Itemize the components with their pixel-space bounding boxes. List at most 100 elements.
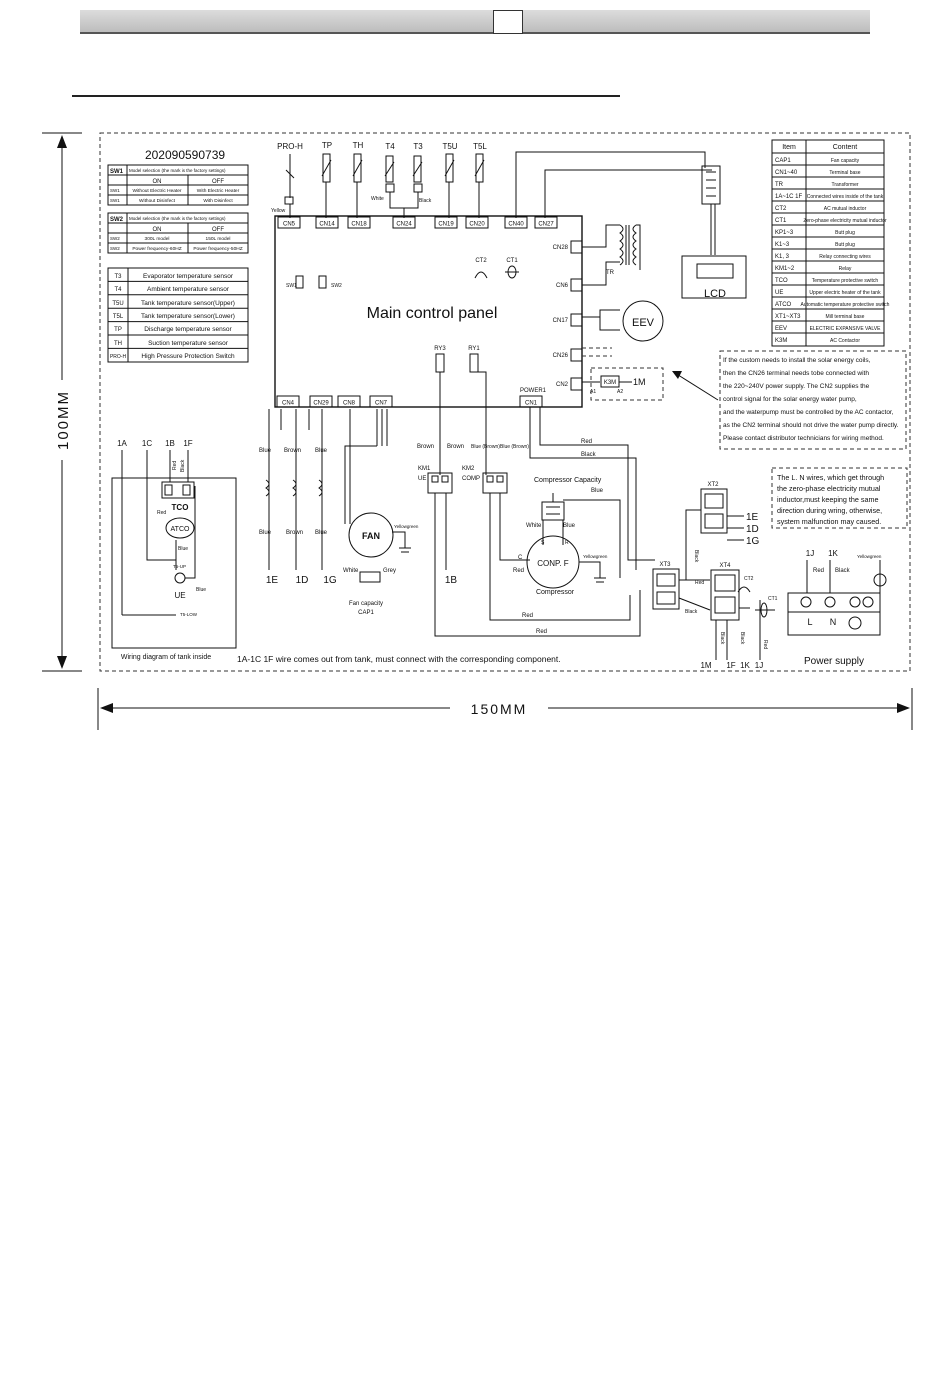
eev-label: EEV <box>632 317 655 329</box>
connector-box <box>315 216 339 229</box>
height-dimension: 100MM <box>42 132 82 672</box>
tank-ts-low: T5-LOW <box>180 612 198 617</box>
sw1-header-off: OFF <box>212 179 224 185</box>
sw1-header-on: ON <box>153 179 162 185</box>
connector-box <box>534 216 558 229</box>
fan-yellowgreen: Yellowgreen <box>394 524 419 529</box>
legend-content: Butt plug <box>835 242 855 248</box>
xt4-terminal: XT4 CT2 CT1 Black Black Red 1M 1F 1K 1J <box>700 563 777 670</box>
tank-1c: 1C <box>142 439 152 448</box>
connector-label: CN8 <box>343 401 356 407</box>
sensor-desc-t5u: Tank temperature sensor(Upper) <box>141 300 235 307</box>
a1-label: A1 <box>590 389 596 395</box>
sensor-code-th: TH <box>114 341 122 347</box>
connector-label: CN20 <box>469 222 485 228</box>
wire-end-1b: 1B <box>445 575 458 586</box>
legend-content: AC mutual inductor <box>824 206 867 212</box>
legend-item: KP1~3 <box>775 230 794 236</box>
power-supply-title: Power supply <box>804 656 864 667</box>
t4-probe <box>385 155 394 183</box>
sw2-title: Model selection (the mark is the factory… <box>129 216 226 221</box>
sensor-table: T3 Evaporator temperature sensor T4 Ambi… <box>107 267 249 363</box>
sw2-row1-off: 150L model <box>206 236 231 242</box>
xt3-black: Black <box>685 609 698 615</box>
legend-item: 1A~1C 1F <box>775 194 803 200</box>
tank-1f: 1F <box>183 439 192 448</box>
solar-note-line2: then the CN26 terminal needs tobe connec… <box>723 370 869 377</box>
xt3-label: XT3 <box>659 562 671 568</box>
connector-label: CN2 <box>556 382 569 388</box>
fan-white: White <box>343 568 359 574</box>
connector-label: CN28 <box>553 245 569 251</box>
compressor-s: S <box>541 540 545 546</box>
connector-box <box>570 240 583 254</box>
ln-note-line1: The L. N wires, which get through <box>777 473 884 482</box>
xt2-terminal: XT2 1E 1D 1G Black <box>685 482 760 580</box>
sensor-code-t3: T3 <box>114 274 122 280</box>
height-label: 100MM <box>55 390 72 450</box>
km2-blue-b: Blue (Brown) <box>500 444 529 450</box>
km1-brown-b: Brown <box>447 444 464 450</box>
sw1-row1-off: With Electric Heater <box>197 188 240 194</box>
sw2-row1-sw: SW2 <box>110 236 120 241</box>
tank-tco: TCO <box>172 503 189 512</box>
connector-box <box>277 216 301 229</box>
legend-item: TCO <box>775 278 788 284</box>
connector-box <box>465 216 489 229</box>
tank-blue-2: Blue <box>196 587 206 593</box>
sw1-row1-on: Without Electric Heater <box>132 188 181 194</box>
legend-item: XT1~XT3 <box>775 314 801 320</box>
compressor-c: C <box>518 555 523 561</box>
legend-item: CT2 <box>775 206 787 212</box>
xt3-terminal: XT3 Red Black <box>652 562 711 615</box>
xt2-end-1e: 1E <box>746 512 759 523</box>
km1-ue-label: UE <box>418 476 426 482</box>
sensor-desc-th: Suction temperature sensor <box>148 340 229 347</box>
serial-number: 202090590739 <box>145 148 225 162</box>
tank-ue: UE <box>174 591 185 600</box>
power-1k: 1K <box>828 549 838 558</box>
transformer: TR <box>582 224 641 286</box>
connector-label: CN6 <box>556 283 569 289</box>
legend-item: EEV <box>775 326 787 332</box>
solar-note-line3: the 220~240V power supply. The CN2 suppl… <box>723 383 870 390</box>
sensor-code-proh: PRO-H <box>110 354 127 360</box>
connector-box <box>570 348 583 362</box>
legend-item: K3M <box>775 338 787 344</box>
km1-label: KM1 <box>418 466 431 472</box>
xt2-end-1d: 1D <box>746 524 759 535</box>
xt4-black: Black <box>719 632 725 645</box>
ln-note: The L. N wires, which get through the ze… <box>771 467 908 529</box>
compressor-blue: Blue <box>563 523 576 529</box>
panel-ct1: CT1 <box>506 258 518 264</box>
legend-content: Relay connecting wires <box>819 254 871 260</box>
solar-note-line7: Please contact distributor technicians f… <box>723 435 884 442</box>
sensor-label-tp: TP <box>322 141 332 150</box>
eev-valve: EEV <box>582 300 664 342</box>
legend-item: TR <box>775 182 784 188</box>
footer-note: 1A-1C 1F wire comes out from tank, must … <box>237 654 561 664</box>
relay-red-2: Red <box>536 629 547 635</box>
km1-brown-a: Brown <box>417 444 434 450</box>
panel-title: Main control panel <box>367 305 498 322</box>
sw2-table: SW2 Model selection (the mark is the fac… <box>107 212 249 254</box>
sw2-row2-off: Power frequency-50HZ <box>193 246 242 252</box>
width-dimension: 150MM <box>97 688 913 730</box>
compressor-white: White <box>526 523 542 529</box>
sensor-label-t4: T4 <box>385 142 395 151</box>
tank-caption: Wiring diagram of tank inside <box>121 654 211 661</box>
sw2-header-on: ON <box>153 227 162 233</box>
sw2-row2-sw: SW2 <box>110 246 120 251</box>
a2-label: A2 <box>617 389 623 395</box>
connector-box <box>434 216 458 229</box>
panel-ct2: CT2 <box>475 258 487 264</box>
legend-item: UE <box>775 290 783 296</box>
km2-comp-label: COMP <box>462 476 480 482</box>
wire-label-blue-4: Blue <box>315 530 328 536</box>
legend-content: Butt plug <box>835 230 855 236</box>
sensor-label-th: TH <box>353 141 364 150</box>
ct2-bottom: CT2 <box>744 576 754 582</box>
